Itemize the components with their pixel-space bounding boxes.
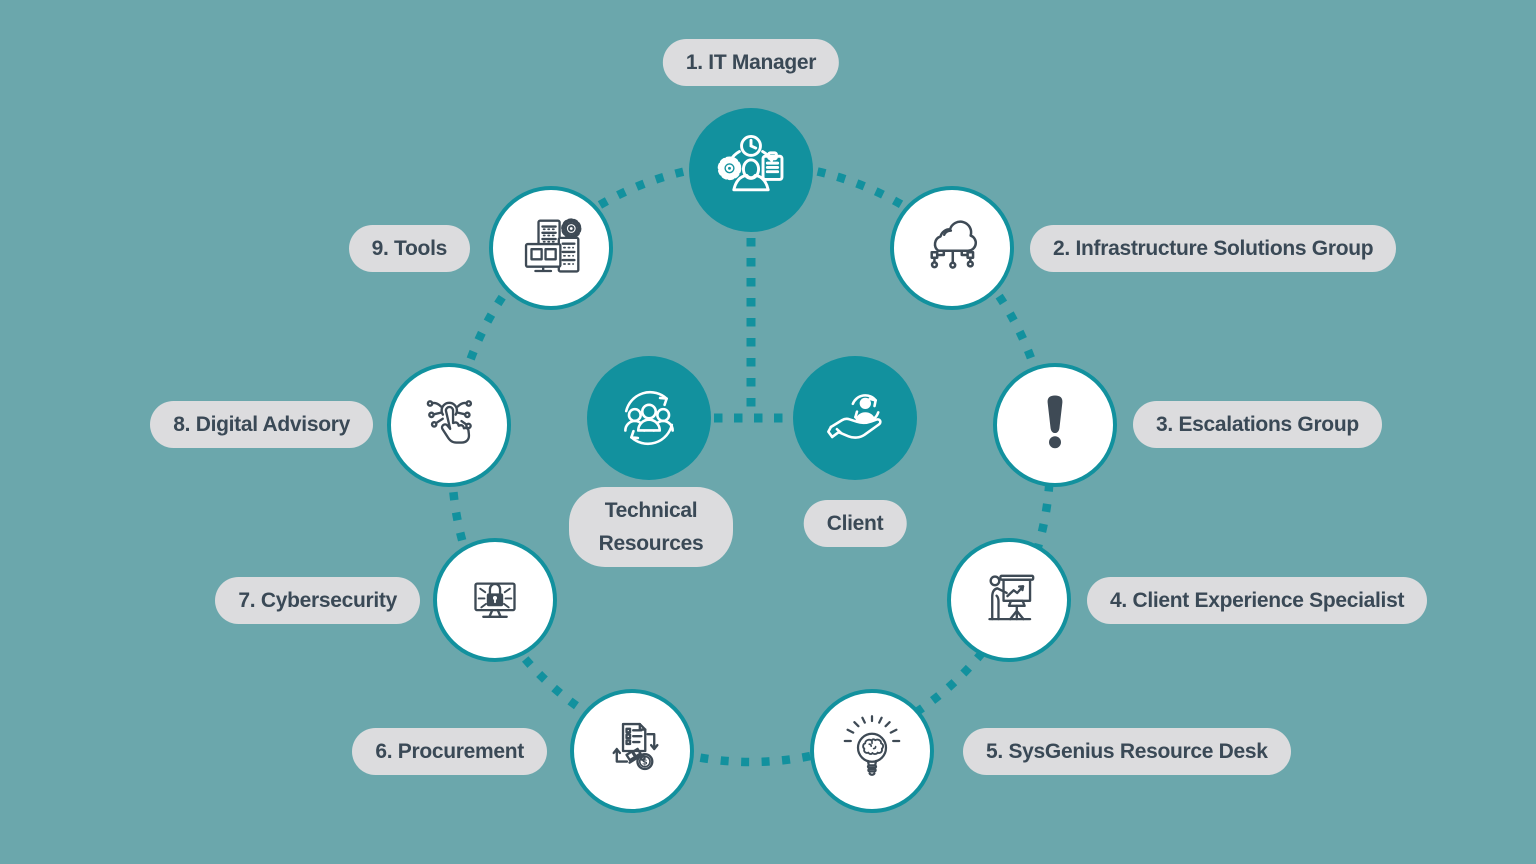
label-infrastructure-solutions: 2. Infrastructure Solutions Group (1030, 225, 1397, 272)
manager-tasks-icon (708, 127, 794, 213)
label-tools: 9. Tools (348, 225, 470, 272)
label-text: Client (826, 511, 884, 535)
idea-brain-bulb-icon (832, 711, 912, 791)
label-client: Client (803, 500, 907, 547)
label-text: 1. IT Manager (685, 50, 817, 74)
node-digital-advisory (387, 363, 511, 487)
node-it-manager (689, 108, 813, 232)
digital-touch-network-icon (410, 386, 488, 464)
label-text: 6. Procurement (375, 739, 524, 763)
label-text: 4. Client Experience Specialist (1110, 588, 1405, 612)
label-client-experience-specialist: 4. Client Experience Specialist (1087, 577, 1428, 624)
node-technical-resources (587, 356, 711, 480)
label-text: 5. SysGenius Resource Desk (986, 739, 1268, 763)
label-procurement: 6. Procurement (352, 728, 547, 775)
label-digital-advisory: 8. Digital Advisory (150, 401, 373, 448)
presentation-chart-icon (970, 561, 1048, 639)
node-cybersecurity (433, 538, 557, 662)
label-text: 7. Cybersecurity (238, 588, 397, 612)
node-escalations-group (993, 363, 1117, 487)
node-client-experience-specialist (947, 538, 1071, 662)
node-infrastructure-solutions (890, 186, 1014, 310)
label-cybersecurity: 7. Cybersecurity (215, 577, 420, 624)
svg-text:$: $ (642, 756, 648, 766)
purchase-order-icon: $ (593, 712, 671, 790)
secure-monitor-lock-icon (456, 561, 534, 639)
label-it-manager: 1. IT Manager (662, 39, 840, 86)
node-client (793, 356, 917, 480)
label-escalations-group: 3. Escalations Group (1133, 401, 1382, 448)
server-tools-icon (512, 209, 590, 287)
node-procurement: $ (570, 689, 694, 813)
exclamation-icon (1014, 384, 1096, 466)
label-text: Technical Resources (598, 499, 704, 555)
node-tools (489, 186, 613, 310)
node-sysgenius-resource-desk (810, 689, 934, 813)
client-care-icon (812, 375, 898, 461)
cloud-network-icon (913, 209, 991, 287)
label-sysgenius-resource-desk: 5. SysGenius Resource Desk (963, 728, 1291, 775)
label-text: 8. Digital Advisory (173, 412, 350, 436)
label-text: 3. Escalations Group (1156, 412, 1359, 436)
label-technical-resources: Technical Resources (569, 487, 733, 567)
label-text: 2. Infrastructure Solutions Group (1053, 236, 1374, 260)
team-cycle-icon (606, 375, 692, 461)
label-text: 9. Tools (371, 236, 448, 260)
